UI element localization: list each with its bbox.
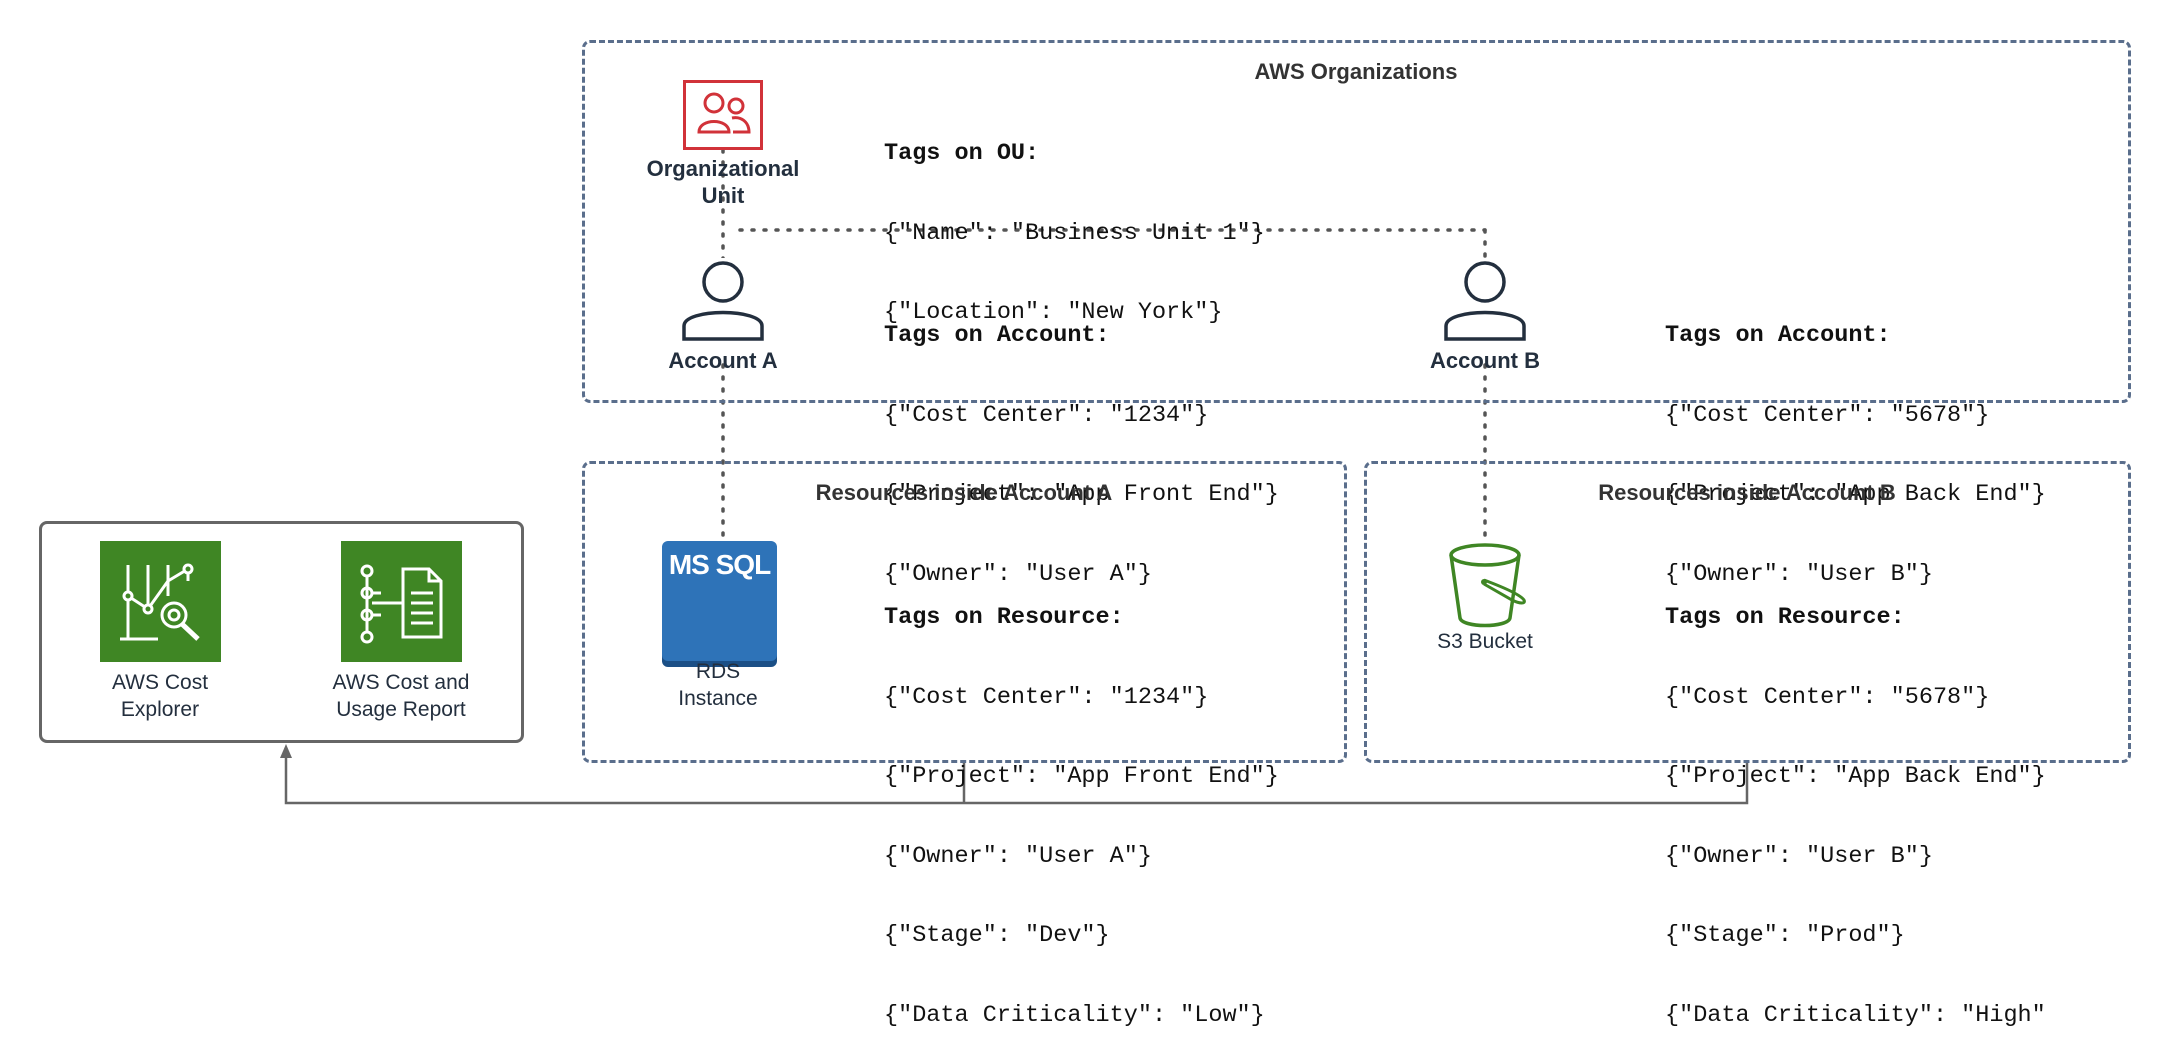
account-b-tags-header: Tags on Account: [1665,322,1891,349]
account-b-tag: {"Cost Center": "5678"} [1665,401,1990,429]
rds-mssql-icon: MS SQL [662,541,777,661]
account-b-label: Account B [1430,348,1540,373]
rds-icon-text: MS SQL [668,549,771,580]
ou-tags-header: Tags on OU: [884,140,1040,167]
cost-explorer-icon[interactable] [100,541,221,662]
account-a-label: Account A [668,348,778,373]
user-icon [1440,258,1530,343]
ou-tags: Tags on OU: {"Name": "Business Unit 1"} … [884,88,1265,353]
account-a-tags: Tags on Account: {"Cost Center": "1234"}… [884,270,1279,615]
cost-usage-report-label-line2: Usage Report [336,698,466,721]
resource-a-tag: {"Cost Center": "1234"} [884,683,1209,711]
connectors [280,148,1749,805]
account-a-tags-header: Tags on Account: [884,322,1110,349]
account-b-tag: {"Owner": "User B"} [1665,560,1933,588]
resource-a-tag: {"Stage": "Dev"} [884,922,1110,949]
user-icon [678,258,768,343]
resource-a-tag: {"Project": "App Front End"} [884,763,1279,790]
resource-b-tag: {"Cost Center": "5678"} [1665,683,1990,711]
resource-a-tag: {"Data Criticality": "Low"} [884,1001,1265,1029]
s3-label: S3 Bucket [1437,630,1533,653]
organizational-unit-icon [683,80,763,150]
ou-label-line1: Organizational [646,156,800,181]
ou-label-line2: Unit [701,183,745,208]
resources-account-a-title: Resources inside Account A [815,480,1113,505]
cost-usage-report-label: AWS Cost and Usage Report [301,669,501,723]
cost-tools-container [39,521,524,743]
cost-explorer-label-line1: AWS Cost [111,671,209,694]
resources-account-b-container [1364,461,2131,763]
flow-arrowhead [280,744,292,758]
rds-label-line2: Instance [678,687,758,710]
resources-account-a-container [582,461,1347,763]
s3-bucket-icon [1440,540,1530,630]
resources-account-b-title: Resources inside Account B [1598,480,1896,505]
resources-to-cost-tools-flow [284,750,1749,805]
resource-a-tags: Tags on Resource: {"Cost Center": "1234"… [884,552,1279,1056]
account-b-tags: Tags on Account: {"Cost Center": "5678"}… [1665,270,2046,615]
resource-a-tag: {"Owner": "User A"} [884,842,1152,870]
resource-b-tags: Tags on Resource: {"Cost Center": "5678"… [1665,552,2046,1056]
resource-a-tags-header: Tags on Resource: [884,604,1124,631]
ou-tag: {"Name": "Business Unit 1"} [884,219,1265,247]
ou-tag: {"Location": "New York"} [884,299,1223,326]
resource-b-tag: {"Stage": "Prod"} [1665,922,1905,949]
ou-label: Organizational Unit [623,155,823,209]
cost-explorer-label: AWS Cost Explorer [60,669,260,723]
resource-b-tag: {"Data Criticality": "High" [1665,1001,2046,1029]
resource-b-tag: {"Project": "App Back End"} [1665,763,2046,790]
cost-usage-report-label-line1: AWS Cost and [332,671,470,694]
account-a-tag: {"Project": "App Front End"} [884,481,1279,508]
cost-explorer-label-line2: Explorer [120,698,200,721]
aws-organizations-title: AWS Organizations [1254,59,1458,84]
resource-b-tags-header: Tags on Resource: [1665,604,1905,631]
aws-organizations-container [582,40,2131,403]
rds-label: RDS Instance [618,658,818,712]
account-a-tag: {"Cost Center": "1234"} [884,401,1209,429]
resource-b-tag: {"Owner": "User B"} [1665,842,1933,870]
rds-label-line1: RDS [695,660,741,683]
account-a-tag: {"Owner": "User A"} [884,560,1152,588]
account-b-tag: {"Project": "App Back End"} [1665,481,2046,508]
cost-usage-report-icon[interactable] [341,541,462,662]
